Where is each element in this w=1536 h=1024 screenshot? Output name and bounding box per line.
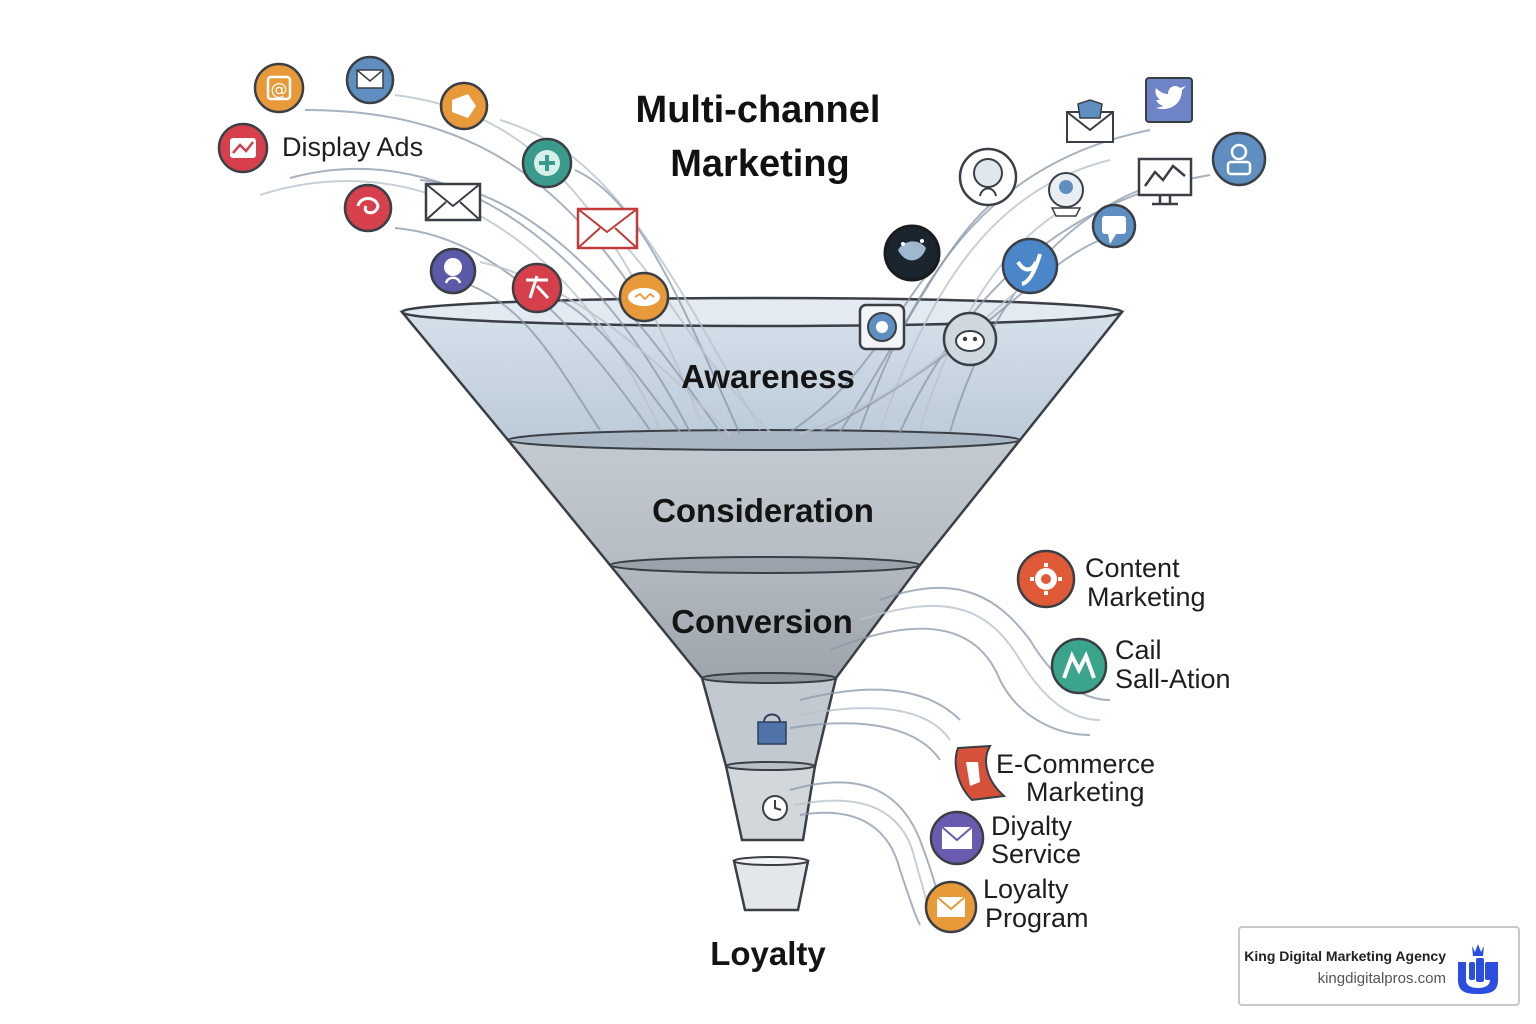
search-icon xyxy=(429,247,477,295)
brand-name: King Digital Marketing Agency xyxy=(1244,948,1446,964)
channel-label-diyalty-2: Service xyxy=(991,839,1081,869)
brand-url[interactable]: kingdigitalpros.com xyxy=(1317,970,1446,987)
channel-label-ecommerce-2: Marketing xyxy=(1026,777,1145,807)
consideration-bottom-rim xyxy=(609,556,921,574)
chat-bubble-icon xyxy=(1091,203,1137,249)
globe-icon xyxy=(883,224,941,282)
profile-icon xyxy=(958,147,1018,207)
user-icon xyxy=(1211,131,1267,187)
at-icon: @ xyxy=(253,62,305,114)
envelope-icon xyxy=(924,880,978,934)
channel-label-content-1: Content xyxy=(1085,553,1180,583)
bag-icon xyxy=(757,713,787,745)
mail-icon xyxy=(929,810,985,866)
chat-icon xyxy=(618,271,670,323)
crown-logo-icon xyxy=(1458,944,1498,994)
loyalty-cup-rim xyxy=(733,856,809,866)
chart-icon xyxy=(217,122,269,174)
stage-label-consideration: Consideration xyxy=(652,492,874,529)
link-icon xyxy=(343,183,393,233)
twitter-icon xyxy=(1145,77,1193,123)
right-icon-cluster xyxy=(858,77,1267,367)
stage-label-conversion: Conversion xyxy=(671,603,853,640)
neck-rim xyxy=(725,761,815,771)
flow-lines-left xyxy=(259,94,771,436)
conversion-bottom-rim xyxy=(701,672,837,684)
diagram-title-line1: Multi-channel xyxy=(636,89,881,131)
reddit-icon xyxy=(942,311,998,367)
channel-label-call-1: Cail xyxy=(1115,635,1162,665)
channel-label-call-2: Sall-Ation xyxy=(1115,664,1231,694)
envelope-icon xyxy=(576,207,639,250)
funnel-rim xyxy=(400,296,1124,328)
left-icon-cluster: @ xyxy=(217,55,670,323)
awareness-bottom-rim xyxy=(507,429,1021,451)
flow-lines-bottom xyxy=(789,586,1111,926)
channel-label-loyalty-2: Program xyxy=(985,903,1089,933)
social-icon xyxy=(511,262,563,314)
analytics-icon xyxy=(1137,157,1193,206)
envelope-icon xyxy=(424,182,482,222)
channel-label-display-ads: Display Ads xyxy=(282,132,423,162)
stage-label-loyalty: Loyalty xyxy=(710,935,826,972)
mail-icon xyxy=(1066,99,1114,143)
megaphone-icon xyxy=(439,81,489,131)
twitter-icon xyxy=(1001,237,1059,295)
camera-icon xyxy=(858,303,906,351)
clock-icon xyxy=(762,795,788,821)
mail-icon xyxy=(345,55,395,105)
call-sales-icon xyxy=(1050,637,1108,695)
channel-label-content-2: Marketing xyxy=(1087,582,1206,612)
content-marketing-icon xyxy=(1016,549,1076,609)
channel-label-ecommerce-1: E-Commerce xyxy=(996,749,1155,779)
diagram-title-line2: Marketing xyxy=(670,143,849,185)
channel-label-diyalty-1: Diyalty xyxy=(991,811,1073,841)
loyalty-cup xyxy=(732,859,810,912)
stage-label-awareness: Awareness xyxy=(681,358,855,395)
brand-badge[interactable]: King Digital Marketing Agency kingdigita… xyxy=(1238,926,1520,1006)
profile-icon xyxy=(1048,172,1084,217)
gear-icon xyxy=(521,137,573,189)
channel-label-loyalty-1: Loyalty xyxy=(983,874,1069,904)
ecommerce-icon xyxy=(954,744,1007,802)
svg-text:@: @ xyxy=(271,80,288,100)
